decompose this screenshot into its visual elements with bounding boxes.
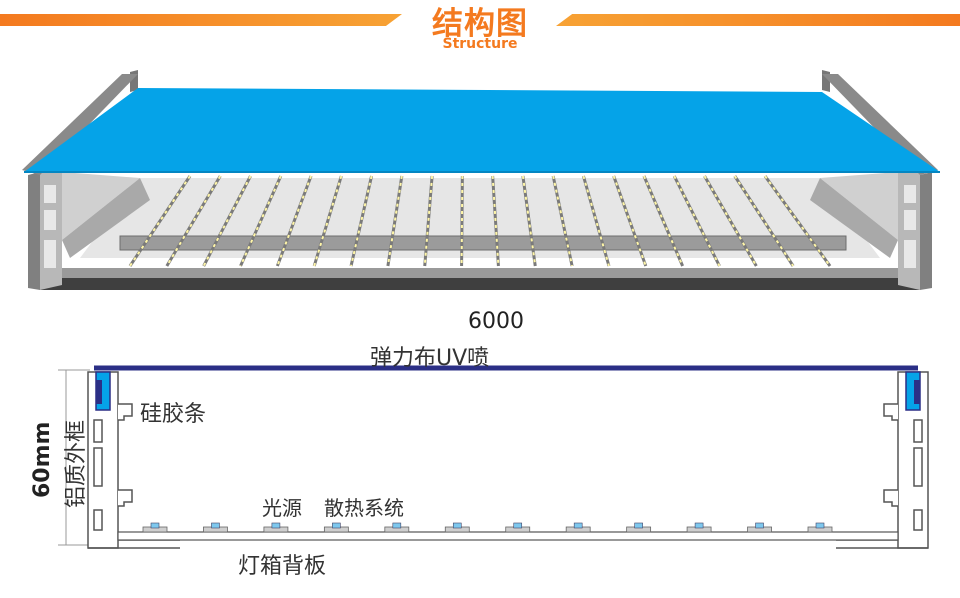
led-strip-chips [386, 175, 403, 267]
led-strip-chips [703, 175, 758, 267]
heat-sink-label: 散热系统 [324, 496, 404, 520]
led-strip-chips [202, 175, 252, 267]
led-strip [733, 175, 795, 267]
lightbox-3d-view [22, 70, 940, 290]
led-chip [452, 522, 462, 529]
page-subtitle: Structure [442, 36, 518, 52]
section-left-profile [87, 371, 180, 549]
led-strip-chips [552, 175, 574, 267]
led-strip-chips [764, 175, 831, 267]
heat-sink-bar [119, 235, 847, 251]
back-panel-label: 灯箱背板 [238, 554, 327, 579]
header-bar-left [0, 14, 402, 26]
section-right-profile [836, 371, 929, 549]
led-chip [694, 522, 704, 529]
led-strip-chips [643, 175, 684, 267]
led-chip [815, 522, 825, 529]
led-chip [755, 522, 764, 529]
led-strip-chips [491, 175, 500, 267]
led-chip [150, 522, 160, 529]
fabric-panel [24, 88, 940, 172]
led-strip [128, 175, 192, 267]
led-strip-chips [460, 175, 464, 267]
section-leds [142, 522, 833, 533]
led-strip-chips [612, 175, 647, 267]
lightbox-section-view [58, 365, 929, 549]
led-strip-chips [276, 175, 312, 267]
width-dimension-label: 6000 [468, 309, 524, 334]
led-chip [573, 522, 583, 529]
silicone-strip-label: 硅胶条 [140, 402, 207, 427]
led-strip-chips [350, 175, 373, 267]
led-chip [211, 522, 220, 529]
led-chip [513, 522, 523, 529]
header-bar-right [556, 14, 960, 26]
led-chip [271, 522, 281, 529]
light-source-label: 光源 [262, 496, 302, 520]
led-strip-chips [521, 175, 537, 267]
page-title: 结构图 [432, 6, 528, 42]
led-chip [392, 522, 402, 529]
led-strips [128, 175, 832, 267]
led-strip-chips [673, 175, 721, 267]
height-dimension-label: 60mm [30, 421, 55, 498]
led-strip-chips [582, 175, 610, 267]
led-strip-chips [313, 175, 343, 267]
led-strip [165, 175, 222, 267]
led-chip [332, 522, 341, 529]
led-chip [634, 522, 643, 529]
led-strip-chips [239, 175, 282, 267]
frame-label: 铝质外框 [64, 419, 89, 508]
left-profile [28, 172, 150, 290]
right-profile [810, 172, 932, 290]
back-panel [117, 531, 899, 541]
base-rail [40, 275, 920, 290]
led-strip-chips [423, 175, 434, 267]
fabric-label: 弹力布UV喷 [370, 346, 490, 371]
